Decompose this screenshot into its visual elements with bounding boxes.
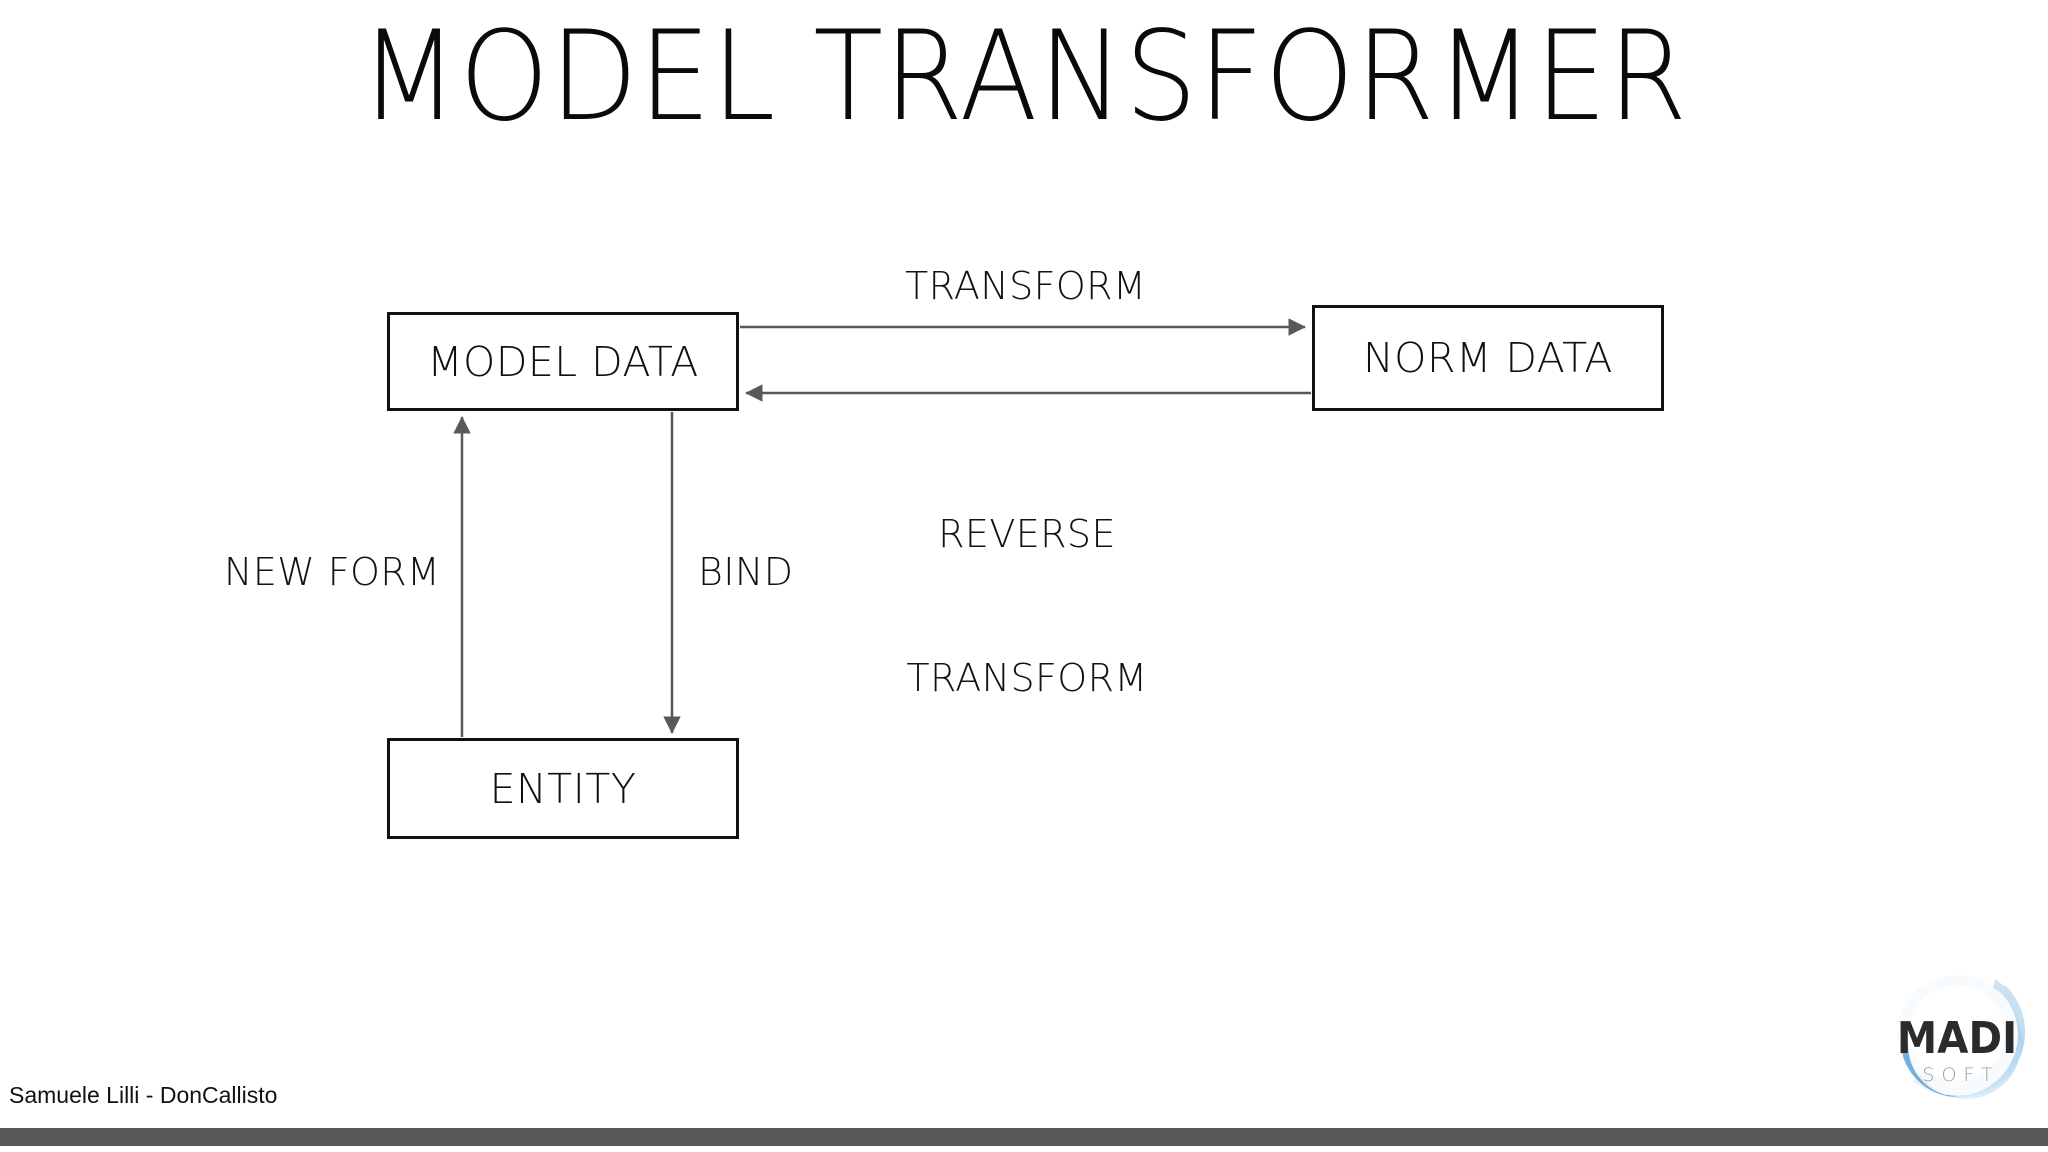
edge-label-reverse-transform-line1: REVERSE bbox=[938, 512, 1116, 556]
node-label-norm-data: NORM DATA bbox=[1363, 334, 1613, 382]
node-label-model-data: MODEL DATA bbox=[427, 337, 699, 386]
diagram-node-norm-data[interactable]: NORM DATA bbox=[1312, 305, 1664, 411]
edge-label-new-form: NEW FORM bbox=[224, 550, 441, 594]
edge-label-reverse-transform-line2: TRANSFORM bbox=[906, 656, 1148, 700]
logo-secondary-text: SOFT bbox=[1922, 1064, 1999, 1086]
edge-label-bind: BIND bbox=[698, 550, 794, 594]
madisoft-logo: MADI SOFT bbox=[1877, 955, 2037, 1115]
edge-label-transform: TRANSFORM bbox=[905, 264, 1147, 308]
node-label-entity: ENTITY bbox=[489, 764, 637, 813]
diagram-node-entity[interactable]: ENTITY bbox=[387, 738, 739, 839]
edge-label-reverse-transform: REVERSE TRANSFORM bbox=[905, 414, 1149, 798]
footer-author: Samuele Lilli - DonCallisto bbox=[9, 1082, 278, 1108]
footer-bar bbox=[0, 1128, 2048, 1146]
page-title: MODEL TRANSFORMER bbox=[359, 5, 1689, 149]
madisoft-logo-icon: MADI SOFT bbox=[1897, 975, 2026, 1099]
flow-diagram: MODEL DATA NORM DATA ENTITY TRANSFORM RE… bbox=[224, 264, 1664, 839]
logo-primary-text: MADI bbox=[1897, 1012, 2017, 1063]
diagram-node-model-data[interactable]: MODEL DATA bbox=[387, 312, 739, 411]
